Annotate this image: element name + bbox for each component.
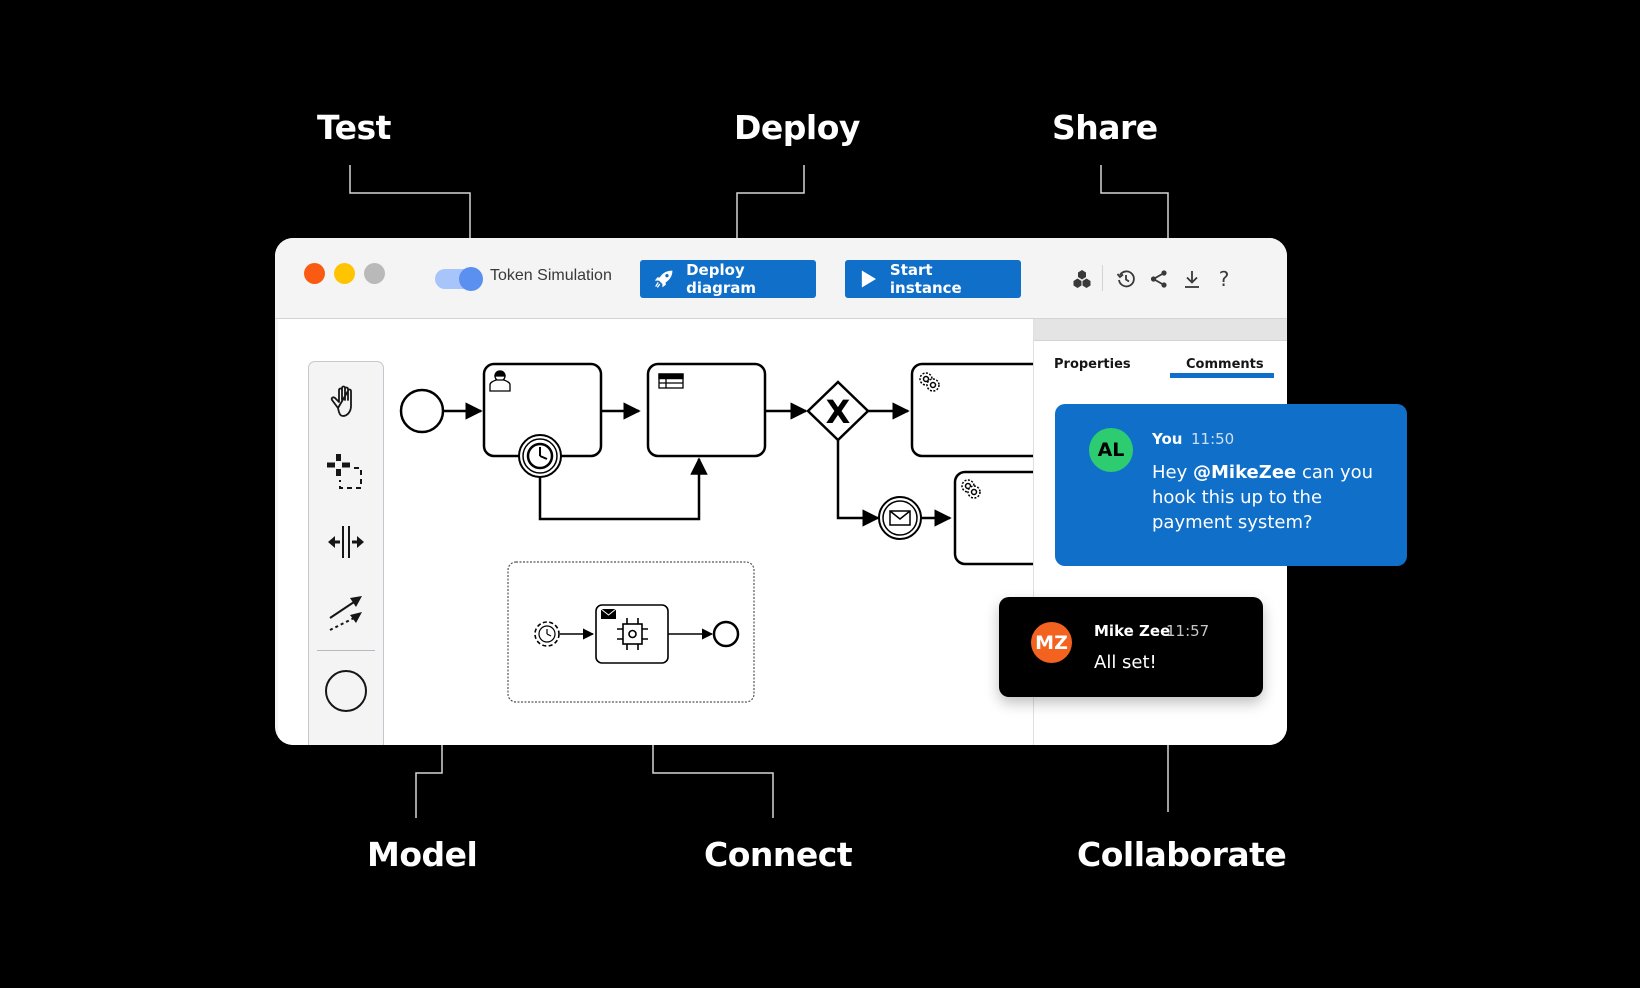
comment-text-suffix: can you: [1296, 462, 1374, 483]
apps-icon[interactable]: [1071, 268, 1093, 290]
maximize-window-button[interactable]: [364, 263, 385, 284]
connector-deploy: [736, 165, 805, 240]
minimize-window-button[interactable]: [334, 263, 355, 284]
feature-label-test: Test: [317, 108, 391, 147]
sequence-flow: [538, 457, 708, 521]
avatar-mz: MZ: [1031, 622, 1072, 663]
gear-icon: [961, 479, 981, 499]
deploy-diagram-label: Deploy diagram: [686, 261, 756, 297]
share-icon[interactable]: [1148, 268, 1170, 290]
event-subprocess: [507, 561, 755, 703]
connect-tool[interactable]: [322, 588, 370, 636]
connector-chip-icon: [617, 618, 648, 650]
lasso-tool[interactable]: [322, 448, 370, 496]
tab-comments[interactable]: Comments: [1186, 357, 1264, 372]
play-icon: [861, 270, 877, 288]
start-event: [399, 388, 445, 434]
help-icon[interactable]: ?: [1213, 267, 1235, 291]
comment-text-prefix: Hey: [1152, 462, 1193, 483]
help-glyph: ?: [1218, 267, 1230, 291]
connector-test: [349, 165, 471, 240]
gateway-marker: X: [826, 393, 851, 431]
message-intermediate-event: [878, 496, 922, 540]
connector-share: [1100, 165, 1169, 240]
service-task-2: [953, 470, 1033, 566]
deploy-diagram-button[interactable]: Deploy diagram: [640, 260, 816, 298]
timer-start-event: [534, 621, 560, 647]
message-marker-icon: [600, 608, 617, 619]
comment-time: 11:50: [1191, 430, 1235, 448]
end-event: [712, 620, 740, 648]
hand-tool[interactable]: [322, 378, 370, 426]
diagram-canvas[interactable]: X: [278, 319, 1033, 745]
connector-connect: [652, 745, 774, 818]
comment-text-line3: payment system?: [1152, 512, 1313, 533]
comment-time: 11:57: [1166, 622, 1210, 640]
business-rule-icon: [658, 373, 684, 389]
comment-text: All set!: [1094, 652, 1157, 673]
toolbar-divider: [1102, 265, 1103, 291]
download-icon[interactable]: [1181, 268, 1203, 290]
space-tool[interactable]: [322, 518, 370, 566]
feature-label-connect: Connect: [704, 835, 853, 874]
connect-icon: [329, 596, 362, 631]
start-event-icon: [325, 670, 367, 712]
hand-icon: [330, 385, 352, 417]
comment-author: You: [1152, 430, 1183, 448]
comment-bubble-you: AL You 11:50 Hey @MikeZee can you hook t…: [1055, 404, 1407, 566]
mention[interactable]: @MikeZee: [1192, 462, 1297, 483]
space-tool-icon: [328, 526, 364, 558]
feature-label-share: Share: [1052, 108, 1158, 147]
tab-properties[interactable]: Properties: [1054, 357, 1131, 372]
gear-icon: [919, 372, 940, 392]
bpmn-diagram: X: [399, 362, 1033, 703]
palette-divider: [317, 650, 375, 651]
token-simulation-toggle[interactable]: [435, 267, 483, 291]
feature-label-collaborate: Collaborate: [1077, 835, 1287, 874]
service-task: [910, 362, 1033, 458]
close-window-button[interactable]: [304, 263, 325, 284]
toolbar: Token Simulation Deploy diagram Start in…: [275, 238, 1287, 319]
toggle-knob: [459, 267, 483, 291]
active-tab-indicator: [1170, 373, 1274, 378]
connector-model: [415, 745, 443, 818]
history-icon[interactable]: [1115, 268, 1137, 290]
side-panel-header: [1034, 319, 1287, 341]
feature-label-deploy: Deploy: [734, 108, 860, 147]
comment-author: Mike Zee: [1094, 622, 1171, 640]
timer-boundary-event: [518, 434, 562, 478]
rocket-icon: [654, 270, 673, 288]
user-icon: [489, 370, 511, 392]
comment-bubble-mike: MZ Mike Zee 11:57 All set!: [999, 597, 1263, 697]
sequence-flow: [836, 440, 880, 527]
feature-label-model: Model: [367, 835, 478, 874]
comment-text: Hey @MikeZee can you hook this up to the…: [1152, 460, 1373, 535]
start-instance-label: Start instance: [889, 261, 962, 297]
start-instance-button[interactable]: Start instance: [845, 260, 1021, 298]
comment-text-line2: hook this up to the: [1152, 487, 1323, 508]
lasso-icon: [327, 454, 362, 489]
avatar-al: AL: [1089, 428, 1133, 472]
tool-palette: [308, 361, 384, 745]
token-simulation-label: Token Simulation: [490, 267, 612, 284]
create-start-event-tool[interactable]: [322, 667, 370, 715]
